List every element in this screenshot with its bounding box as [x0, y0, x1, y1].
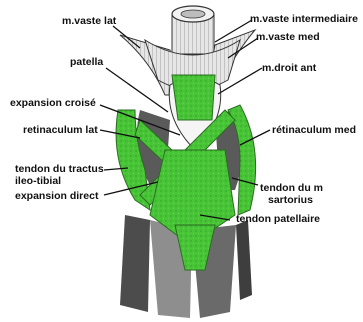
label-tendon-sartorius-line2: sartorius: [260, 194, 323, 206]
label-droit-ant: m.droit ant: [262, 62, 316, 74]
label-tendon-tractus-line1: tendon du tractus: [15, 163, 104, 175]
label-tendon-patellaire: tendon patellaire: [236, 213, 320, 225]
label-tendon-tractus: tendon du tractus ileo-tibial: [15, 163, 104, 187]
femur-shaft: [172, 6, 214, 54]
label-expansion-direct: expansion direct: [15, 190, 98, 202]
label-tendon-sartorius: tendon du m sartorius: [260, 182, 323, 206]
label-vaste-med: m.vaste med: [256, 31, 320, 43]
label-retinaculum-med: rétinaculum med: [272, 124, 356, 136]
label-tendon-tractus-line2: ileo-tibial: [15, 175, 104, 187]
label-vaste-lat: m.vaste lat: [62, 15, 116, 27]
label-patella: patella: [70, 56, 103, 68]
label-retinaculum-lat: retinaculum lat: [23, 124, 98, 136]
label-tendon-sartorius-line1: tendon du m: [260, 182, 323, 194]
label-vaste-intermediaire: m.vaste intermediaire: [250, 13, 358, 25]
label-expansion-croise: expansion croisé: [10, 97, 96, 109]
